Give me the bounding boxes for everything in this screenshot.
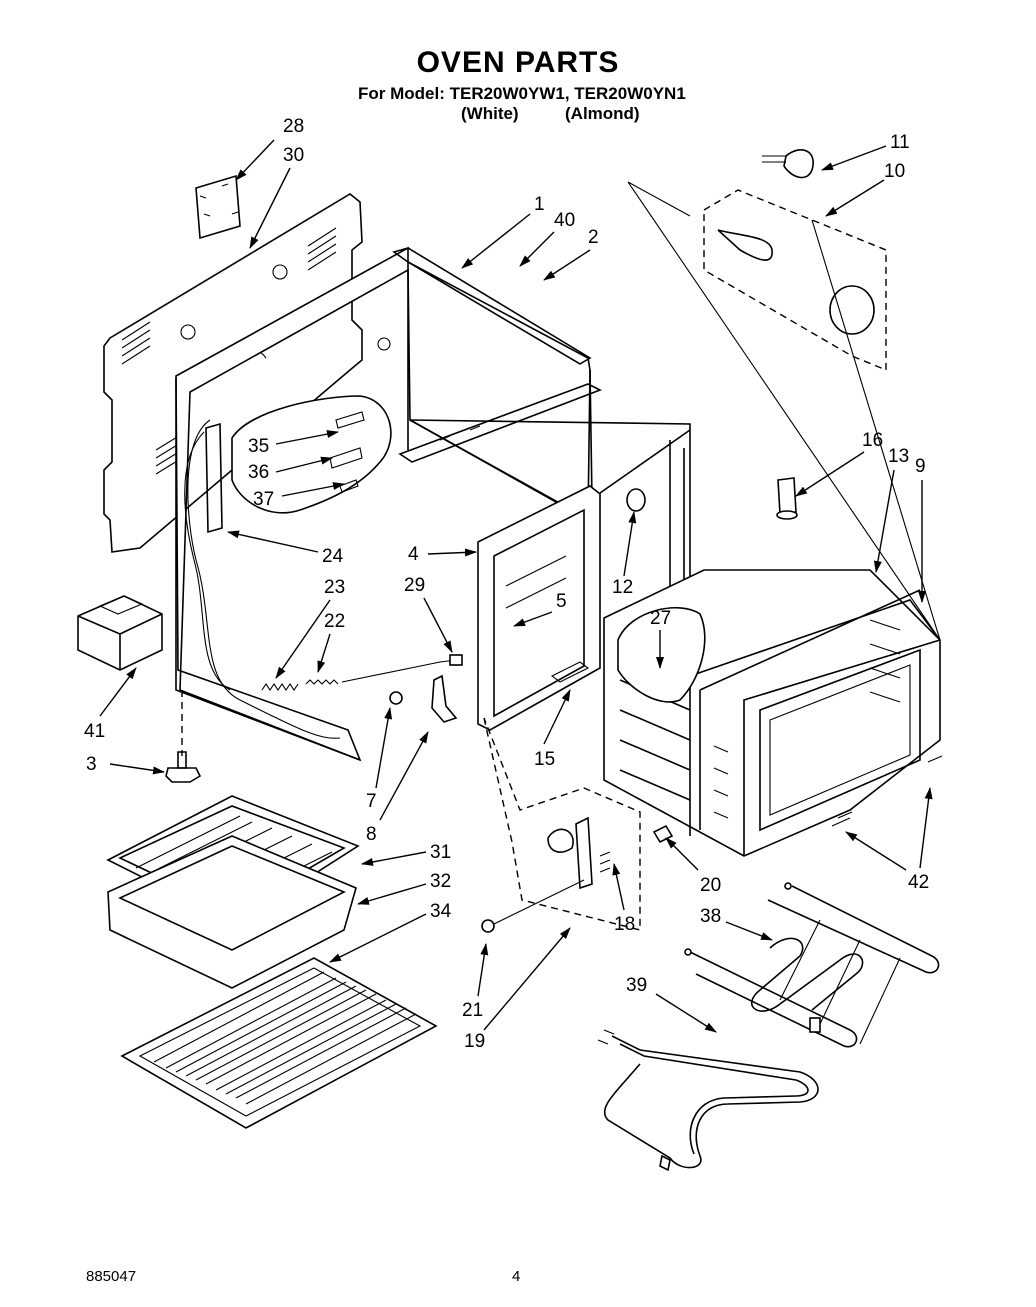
callout-35: 35 [248,436,269,457]
callout-38: 38 [700,906,721,927]
leader-lines [483,181,941,931]
callout-28: 28 [283,116,304,137]
callout-21: 21 [462,1000,483,1021]
callout-8: 8 [366,824,377,845]
callout-42: 42 [908,872,929,893]
callout-23: 23 [324,577,345,598]
part-30-rear-panel [103,193,391,553]
part-34-oven-rack [120,957,438,1129]
callout-13: 13 [888,446,909,467]
callout-5: 5 [556,591,567,612]
callout-32: 32 [430,871,451,892]
callout-34: 34 [430,901,452,922]
callout-1: 1 [534,194,545,215]
callout-3: 3 [86,754,97,775]
callout-19: 19 [464,1031,485,1052]
callout-9: 9 [915,456,926,477]
callout-31: 31 [430,842,451,863]
callout-30: 30 [283,145,304,166]
callout-18: 18 [614,914,635,935]
callout-36: 36 [248,462,269,483]
callout-37: 37 [253,489,274,510]
part-4-front-frame [477,485,601,731]
callout-24: 24 [322,546,344,567]
document-number: 885047 [86,1268,137,1285]
callout-11: 11 [890,132,910,153]
callout-40: 40 [554,210,575,231]
variant-white: (White) [461,104,519,123]
model-line: For Model: TER20W0YW1, TER20W0YN1 [358,84,686,103]
callout-10: 10 [884,161,905,182]
callout-22: 22 [324,611,345,632]
parts-10-11-light [703,149,887,372]
callout-16: 16 [862,430,883,451]
callout-20: 20 [700,875,721,896]
parts-22-23-springs [261,654,463,691]
part-39-bake-element [597,1029,819,1172]
part-3-leveling-leg [165,690,202,783]
parts-31-32-broiler-pan [106,795,360,989]
parts-7-8-hinge [389,674,458,723]
callout-29: 29 [404,575,425,596]
page-number: 4 [512,1268,521,1285]
callout-labels: 28 30 1 40 2 11 10 35 36 37 24 16 13 [84,116,933,1052]
callout-27: 27 [650,608,671,629]
part-38-broil-element [684,882,940,1048]
variant-almond: (Almond) [565,104,640,123]
latch-assembly [481,816,674,933]
callout-7: 7 [366,791,377,812]
callout-12: 12 [612,577,633,598]
callout-15: 15 [534,749,555,770]
part-41-block [77,595,163,671]
page-title: OVEN PARTS [416,46,620,79]
callout-2: 2 [588,227,599,248]
callout-41: 41 [84,721,105,742]
callout-4: 4 [408,544,419,565]
callout-39: 39 [626,975,647,996]
oven-liner-assembly [603,477,943,857]
part-1-cabinet-frame [175,246,691,762]
part-28-bracket [195,174,241,240]
part-12-plug [626,488,646,512]
